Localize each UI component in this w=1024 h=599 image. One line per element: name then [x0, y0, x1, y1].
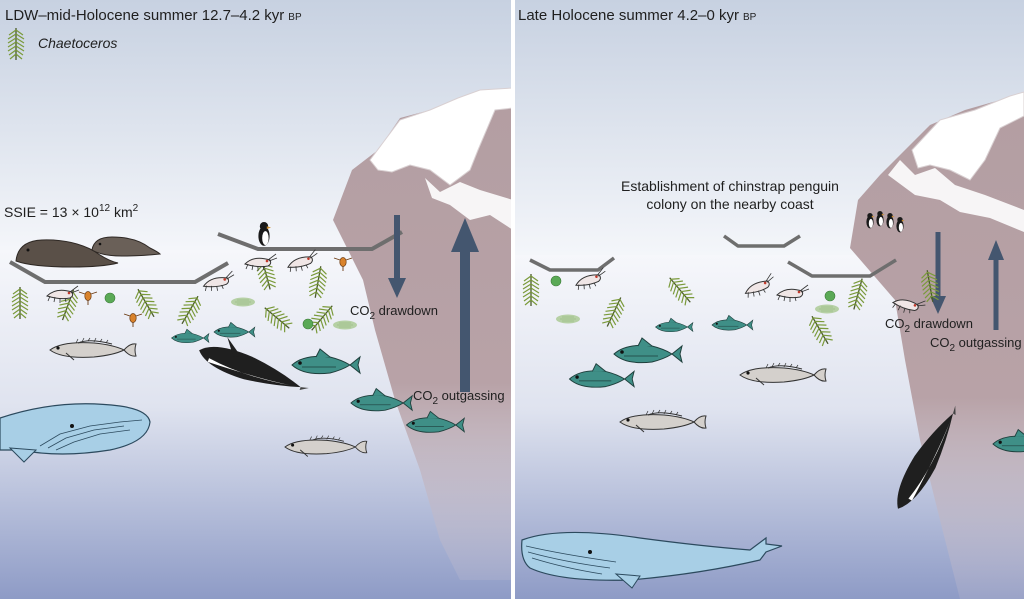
- right-sea-ice-1: [529, 256, 616, 272]
- left-snowcap: [369, 87, 514, 186]
- diving-penguin-right: [897, 405, 956, 509]
- algal-patch: [332, 320, 358, 330]
- colony-annotation-line1: Establishment of chinstrap penguin: [621, 178, 839, 194]
- seal-1: [15, 239, 119, 268]
- left-co2-drawdown-label: CO2 drawdown: [350, 303, 438, 322]
- algal-patch: [230, 297, 256, 307]
- left-co2-outgassing-arrow: [451, 218, 479, 392]
- legend-label: Chaetoceros: [38, 35, 117, 51]
- colony-annotation-line2: colony on the nearby coast: [646, 196, 813, 212]
- left-sea-ice-2: [217, 230, 403, 251]
- algal-patch: [814, 304, 840, 314]
- right-snow-lower: [888, 160, 1024, 232]
- right-snowcap: [911, 91, 1024, 181]
- right-co2-drawdown-label: CO2 drawdown: [885, 316, 973, 335]
- algal-patch: [555, 314, 581, 324]
- green-cell: [550, 275, 562, 287]
- whale-right: [521, 531, 783, 589]
- left-sea-ice-1: [9, 260, 229, 284]
- seal-2: [91, 236, 162, 257]
- right-sea-ice-2: [722, 234, 801, 248]
- right-panel: [515, 0, 1024, 599]
- left-co2-drawdown-arrow: [388, 215, 406, 298]
- left-co2-outgassing-label: CO2 outgassing: [413, 388, 505, 407]
- left-snow-lower: [425, 178, 513, 230]
- green-cell: [824, 290, 836, 302]
- left-panel: [0, 0, 514, 599]
- right-co2-outgassing-label: CO2 outgassing: [930, 335, 1022, 354]
- green-cell: [104, 292, 116, 304]
- right-co2-outgassing-arrow: [988, 240, 1004, 330]
- green-cell: [302, 318, 314, 330]
- whale-left: [0, 403, 151, 463]
- ssie-label: SSIE = 13 × 1012 km2: [4, 203, 139, 220]
- right-sea-ice-3: [787, 258, 897, 278]
